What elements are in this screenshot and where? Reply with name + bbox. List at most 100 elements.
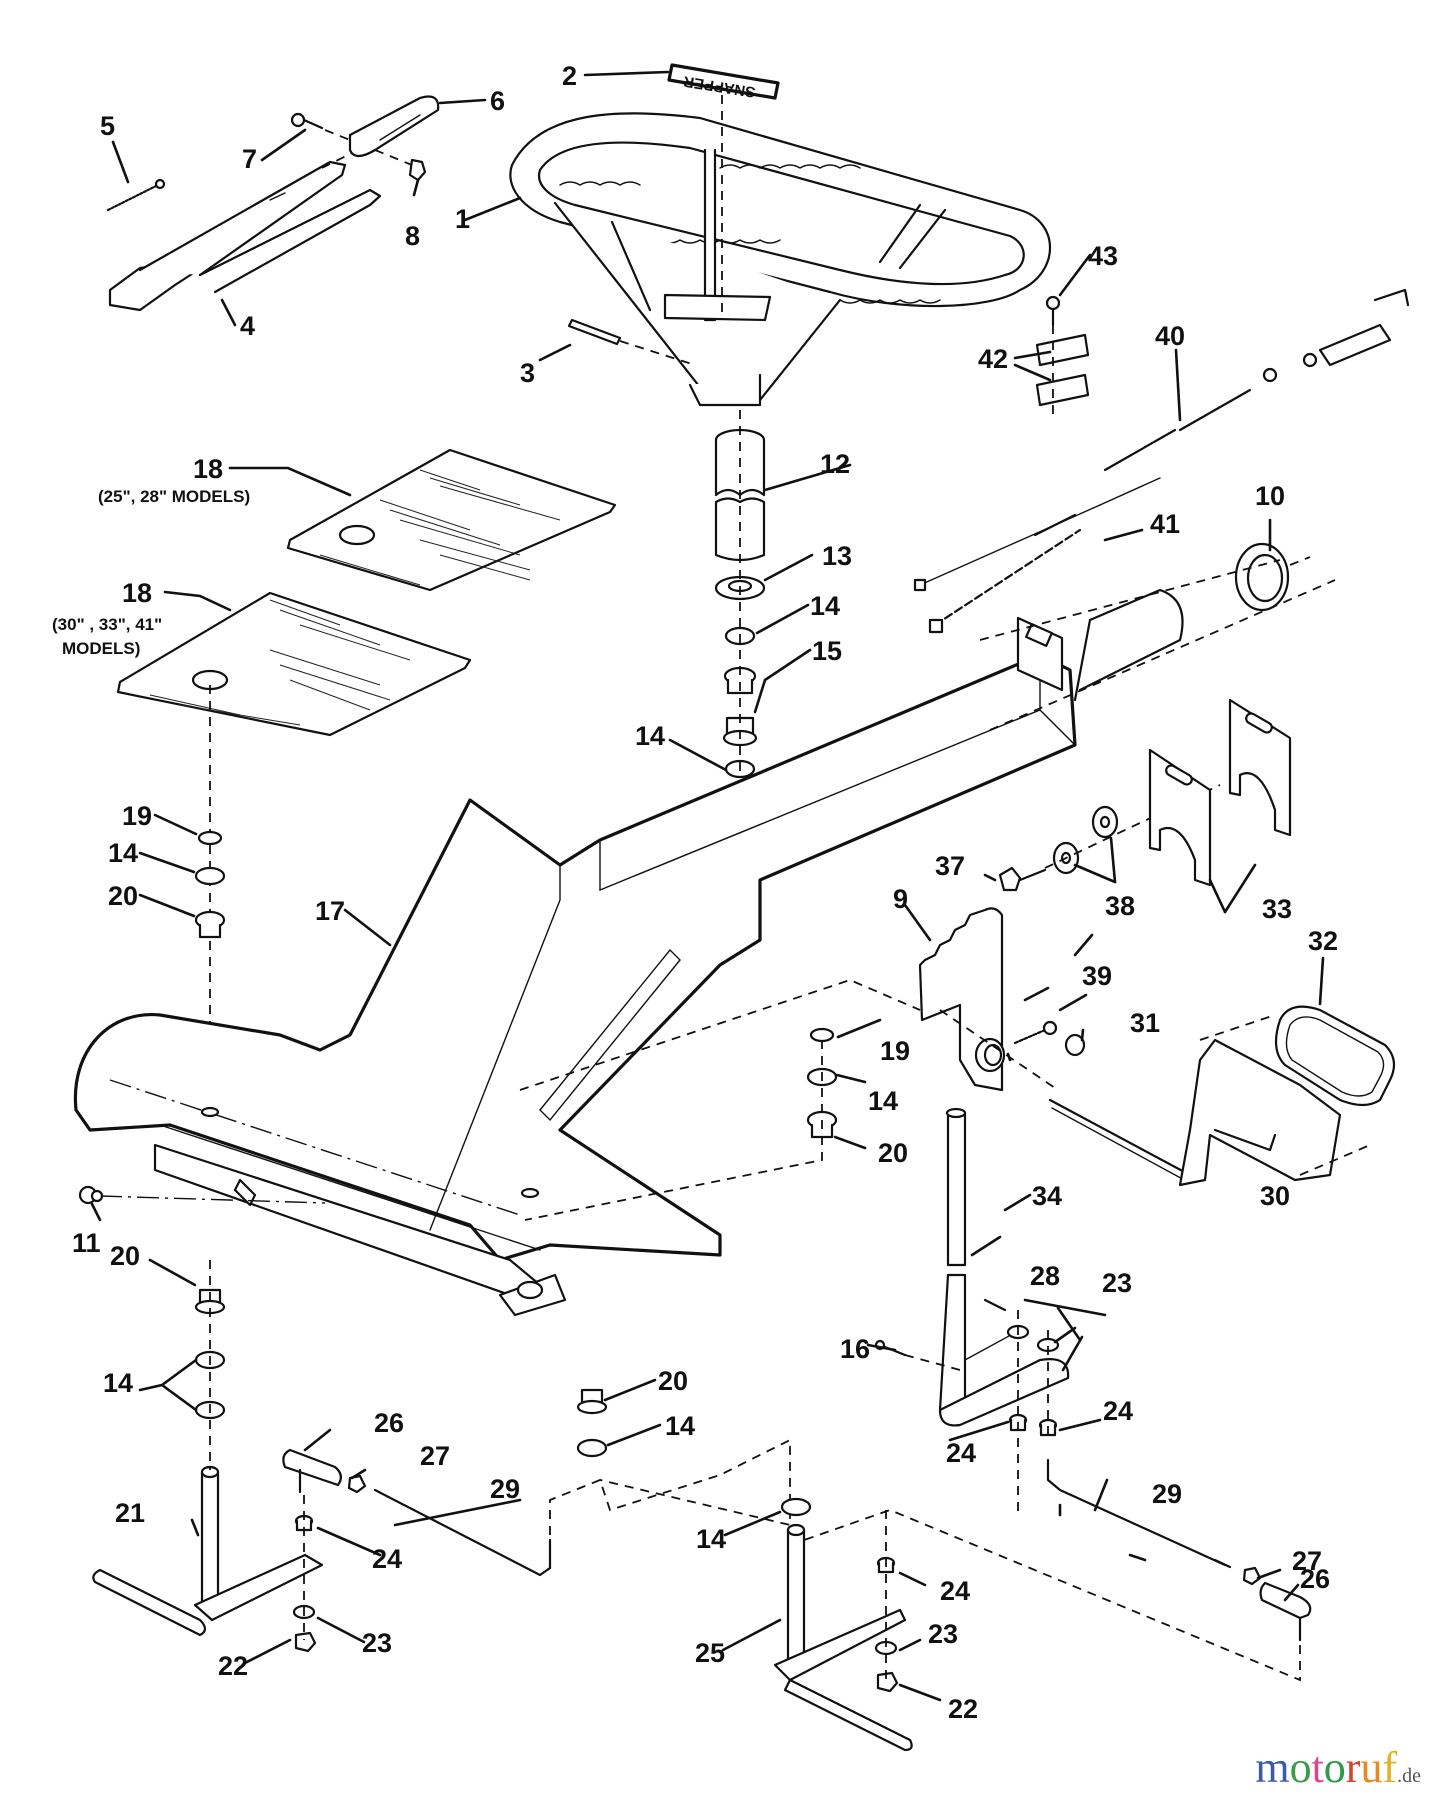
callout-14-right-spindle: 14 — [696, 1524, 726, 1554]
left-stack-washer — [194, 866, 226, 886]
pedal-screw — [1013, 1020, 1058, 1045]
shim-plate-front — [1148, 748, 1212, 887]
callout-34: 34 — [1032, 1181, 1062, 1211]
callout-20-left-spindle: 20 — [110, 1241, 140, 1271]
callout-24-left: 24 — [372, 1544, 402, 1574]
callout-17: 17 — [315, 896, 345, 926]
steering-arm-shaft — [938, 1107, 1070, 1427]
right-spindle-washer — [780, 1497, 812, 1517]
callout-26-left: 26 — [374, 1408, 404, 1438]
callout-38: 38 — [1105, 891, 1135, 921]
spacer-washer-b — [1091, 805, 1119, 839]
jam-nut-left — [347, 1474, 367, 1494]
watermark-letter: f — [1382, 1743, 1398, 1792]
watermark-letter: t — [1311, 1743, 1324, 1792]
ratchet-link — [519, 979, 921, 1091]
callout-22-right: 22 — [948, 1694, 978, 1724]
ratchet-plate — [918, 907, 1006, 1092]
brake-pedal — [1048, 1038, 1342, 1187]
callout-6: 6 — [490, 86, 505, 116]
callout-4: 4 — [240, 311, 255, 341]
callout-12: 12 — [820, 449, 850, 479]
callout-14-left-stack: 14 — [108, 838, 138, 868]
pad-axis-top — [1199, 1014, 1276, 1041]
main-frame — [73, 588, 1184, 1317]
watermark-letter: m — [1255, 1743, 1290, 1792]
watermark-letter: o — [1323, 1743, 1346, 1792]
spindle-right — [773, 1523, 913, 1752]
watermark-letter: r — [1345, 1743, 1361, 1792]
spring — [106, 178, 166, 212]
throttle-cable — [913, 288, 1410, 592]
shoulder-bolt — [290, 112, 351, 141]
watermark-letter: o — [1289, 1743, 1312, 1792]
callout-43: 43 — [1088, 241, 1118, 271]
floor-mat-small — [286, 448, 617, 592]
callout-23-left: 23 — [362, 1628, 392, 1658]
brake-lever — [108, 160, 382, 312]
left-nut — [294, 1631, 317, 1653]
callout-2: 2 — [562, 61, 577, 91]
pedal-pad — [1274, 1005, 1396, 1107]
lever-handle — [348, 95, 440, 158]
callout-42: 42 — [978, 344, 1008, 374]
lever-nut — [321, 149, 427, 182]
left-spindle-bushing — [194, 1288, 226, 1315]
watermark-tld: .de — [1397, 1765, 1421, 1787]
watermark-logo: motoruf.de — [1255, 1746, 1421, 1790]
callout-14-shaft-lower: 14 — [635, 721, 665, 751]
callout-5: 5 — [100, 111, 115, 141]
hitch-pin — [78, 1185, 104, 1205]
callout-18-large: 18 — [122, 578, 152, 608]
middle-bushing — [576, 1388, 608, 1415]
callout-10: 10 — [1255, 481, 1285, 511]
callout-32: 32 — [1308, 926, 1338, 956]
callout-22-left: 22 — [218, 1651, 248, 1681]
right-stack-axis — [524, 1040, 823, 1221]
callout-21: 21 — [115, 1498, 145, 1528]
mat-large-model-note-line2: MODELS) — [62, 639, 140, 658]
roll-pin — [567, 318, 696, 366]
spindle-left — [92, 1465, 324, 1637]
jam-nut-right — [1242, 1566, 1262, 1586]
pad-axis-bottom — [1299, 1144, 1371, 1176]
callout-3: 3 — [520, 358, 535, 388]
mat-large-model-note-line1: (30" , 33", 41" — [52, 615, 162, 634]
ratchet-axis — [939, 1009, 1059, 1091]
callout-16: 16 — [840, 1334, 870, 1364]
callout-19-left: 19 — [122, 801, 152, 831]
watermark-letter: u — [1360, 1743, 1383, 1792]
tube-axis — [979, 559, 1281, 641]
callout-24-arm-left: 24 — [946, 1438, 976, 1468]
snapper-decal: SNAPPER — [667, 63, 780, 101]
callout-14-left-spindle: 14 — [103, 1368, 133, 1398]
steering-wheel — [509, 112, 1052, 407]
callout-26-right: 26 — [1300, 1564, 1330, 1594]
middle-washer — [576, 1438, 608, 1458]
callout-18-small: 18 — [193, 454, 223, 484]
hex-bolt — [998, 866, 1047, 892]
callout-33: 33 — [1262, 894, 1292, 924]
callout-15: 15 — [812, 636, 842, 666]
leader-lines — [90, 70, 1325, 1702]
callout-29-left: 29 — [490, 1474, 520, 1504]
callout-30: 30 — [1260, 1181, 1290, 1211]
callout-20-middle: 20 — [658, 1366, 688, 1396]
callout-24-right: 24 — [940, 1576, 970, 1606]
callout-7: 7 — [242, 144, 257, 174]
callout-37: 37 — [935, 851, 965, 881]
cable-clamp — [1035, 325, 1090, 415]
mat-small-model-note: (25", 28" MODELS) — [98, 487, 250, 506]
callout-14-shaft-upper: 14 — [810, 591, 840, 621]
retaining-clip — [1064, 1033, 1086, 1057]
callout-23-right: 23 — [928, 1619, 958, 1649]
callout-29-right: 29 — [1152, 1479, 1182, 1509]
callout-8: 8 — [405, 221, 420, 251]
shim-plate-rear — [1228, 698, 1292, 837]
callout-25: 25 — [695, 1638, 725, 1668]
callout-14-right-stack: 14 — [868, 1086, 898, 1116]
callout-14-middle: 14 — [665, 1411, 695, 1441]
tie-rod-right — [1046, 1458, 1232, 1569]
left-stack-grommet — [197, 830, 223, 846]
floor-mat-large — [116, 591, 472, 737]
